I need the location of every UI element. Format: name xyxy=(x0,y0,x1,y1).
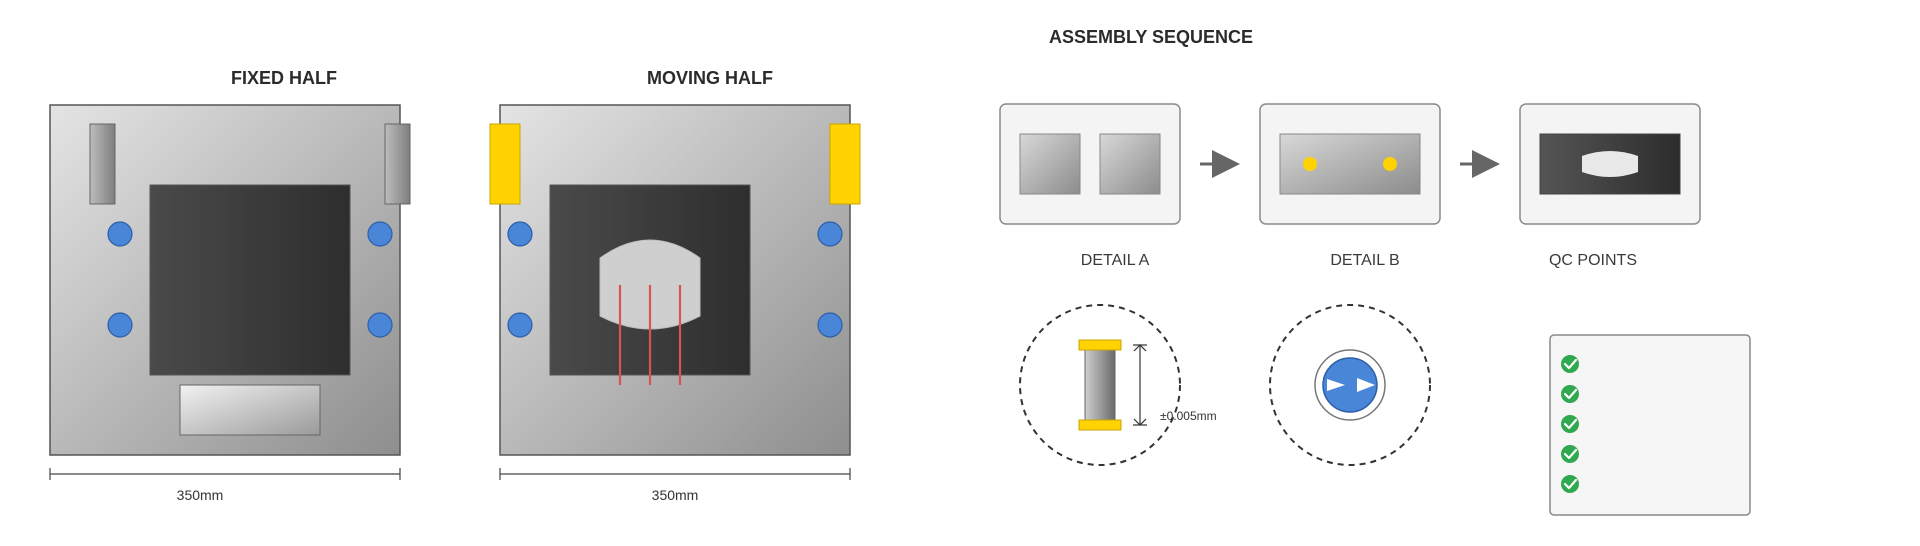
insert-block xyxy=(1019,133,1081,195)
fixed-guide-pin xyxy=(107,221,133,247)
check-circle-icon xyxy=(1561,385,1579,403)
alignment-arrow-icon xyxy=(1327,379,1345,391)
checklist-panel xyxy=(1549,334,1751,516)
fixed-guide-block-left xyxy=(89,123,116,205)
step-label: DETAIL A xyxy=(1081,252,1150,269)
sequence-arrow-icon xyxy=(1460,150,1500,178)
gold-cap-top xyxy=(1078,339,1122,351)
assembly-sequence: ASSEMBLY SEQUENCE DETAIL A DETAIL B xyxy=(999,27,1751,516)
step-label: DETAIL B xyxy=(1330,252,1399,269)
gold-dowel-icon xyxy=(1303,157,1317,171)
moving-guide-bushing xyxy=(817,312,843,338)
step-label: QC POINTS xyxy=(1549,252,1637,269)
sequence-step-detail-b: DETAIL B xyxy=(1259,103,1441,269)
moving-half: MOVING HALF 350mm xyxy=(489,68,861,503)
zoom-circle xyxy=(1019,304,1181,466)
fixed-guide-pin xyxy=(107,312,133,338)
insert-block xyxy=(1099,133,1161,195)
moving-guide-bushing xyxy=(507,221,533,247)
detail-b-zoom xyxy=(1269,304,1431,466)
sequence-arrow-icon xyxy=(1200,150,1240,178)
tolerance-label: ±0.005mm xyxy=(1160,409,1217,423)
sequence-title: ASSEMBLY SEQUENCE xyxy=(1049,27,1253,47)
fixed-guide-pin xyxy=(367,221,393,247)
moving-gold-block-left xyxy=(489,123,521,205)
zoom-circle xyxy=(1269,304,1431,466)
gold-dowel-icon xyxy=(1383,157,1397,171)
moving-gold-block-right xyxy=(829,123,861,205)
moving-half-title: MOVING HALF xyxy=(647,68,773,88)
check-circle-icon xyxy=(1561,355,1579,373)
finished-part xyxy=(1582,151,1638,177)
fixed-half-title: FIXED HALF xyxy=(231,68,337,88)
moving-guide-bushing xyxy=(817,221,843,247)
check-circle-icon xyxy=(1561,475,1579,493)
fixed-dimension-label: 350mm xyxy=(177,487,224,503)
fixed-guide-block-right xyxy=(384,123,411,205)
alignment-arrow-icon xyxy=(1357,378,1375,392)
fixed-half: FIXED HALF 350mm xyxy=(49,68,411,503)
detail-a-zoom: ±0.005mm xyxy=(1019,304,1217,466)
sequence-step-detail-a: DETAIL A xyxy=(999,103,1181,269)
check-circle-icon xyxy=(1561,415,1579,433)
bearing-pin xyxy=(1322,357,1378,413)
check-circle-icon xyxy=(1561,445,1579,463)
assembled-block xyxy=(1279,133,1421,195)
fixed-sprue-bar xyxy=(179,384,321,436)
qc-checklist xyxy=(1549,334,1751,516)
moving-dimension-label: 350mm xyxy=(652,487,699,503)
gold-cap-bottom xyxy=(1078,419,1122,431)
pillar xyxy=(1084,347,1116,429)
fixed-cavity xyxy=(149,184,351,376)
sequence-step-qc-points: QC POINTS xyxy=(1519,103,1701,269)
moving-core-insert xyxy=(599,239,701,330)
fixed-guide-pin xyxy=(367,312,393,338)
moving-guide-bushing xyxy=(507,312,533,338)
